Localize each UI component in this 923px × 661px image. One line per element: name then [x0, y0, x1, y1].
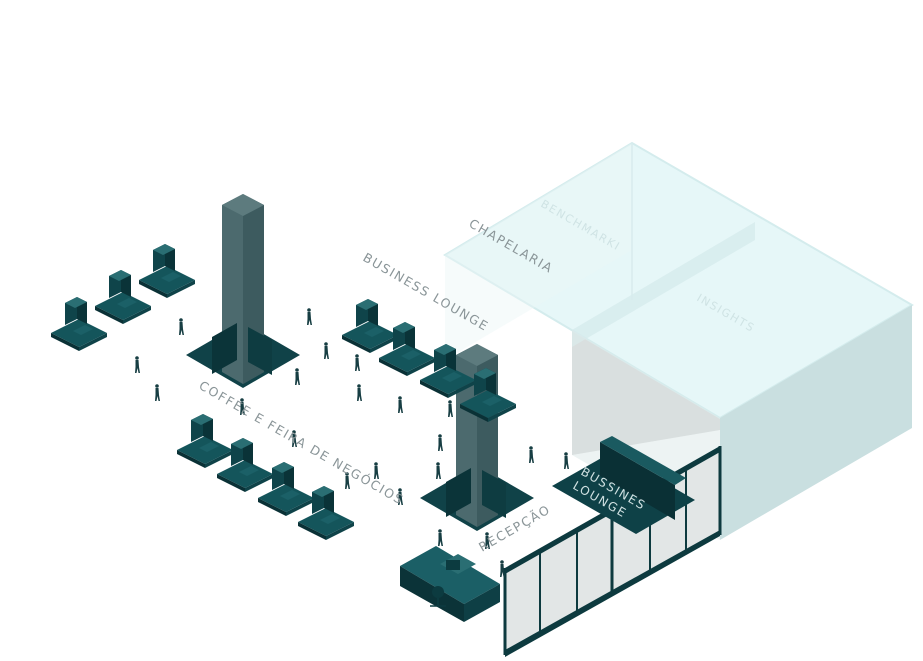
bussines-lounge-platform	[552, 436, 695, 534]
reception-desk	[400, 546, 500, 622]
pillar-right	[420, 344, 534, 531]
label-coffee-feira: COFFEE E FEIRA DE NEGÓCIOS	[197, 378, 407, 508]
booth-group-left	[51, 244, 195, 351]
booth-group-coffee	[177, 414, 354, 540]
pillar-left	[186, 194, 300, 388]
